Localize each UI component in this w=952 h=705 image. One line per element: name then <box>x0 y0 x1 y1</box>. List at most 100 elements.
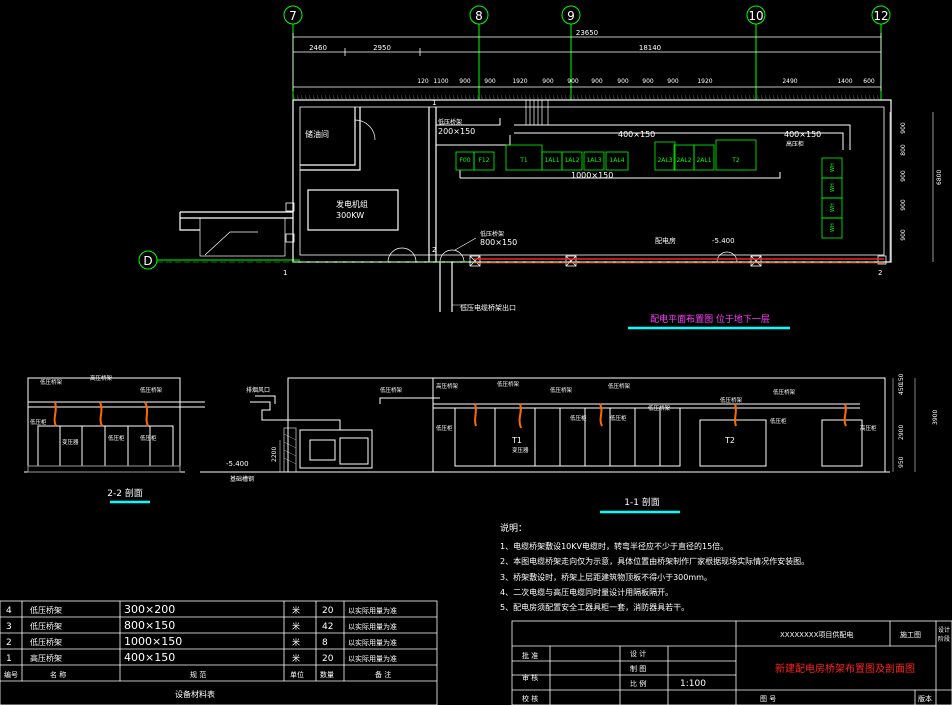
review-label: 审 核 <box>522 673 538 682</box>
cabinet-label-10: T2 <box>731 157 740 164</box>
notes: 说明： 1、电缆桥架敷设10KV电缆时，转弯半径应不少于直径的15倍。 2、本图… <box>500 522 809 612</box>
dim-right-0: 900 <box>900 122 907 134</box>
cabinet-6 <box>605 151 629 171</box>
dim-second-4: 1920 <box>512 78 527 85</box>
draw-label: 制 图 <box>630 664 646 673</box>
side-cabinet-label-0: WH <box>830 163 836 172</box>
dim-second-9: 900 <box>642 78 654 85</box>
section11-label-2: 低压桥架 <box>497 380 520 388</box>
mat-row-0-unit: 米 <box>292 605 300 615</box>
section-elevation: -5.400 <box>226 460 249 468</box>
mat-row-2-note: 以实际用量为准 <box>348 638 397 647</box>
section-1-1 <box>282 377 890 473</box>
note-1: 1、电缆桥架敷设10KV电缆时，转弯半径应不少于直径的15倍。 <box>500 541 728 551</box>
mat-header-no: 编号 <box>4 670 18 679</box>
axis-label-9: 9 <box>567 9 575 23</box>
mat-row-1-no: 3 <box>6 622 12 632</box>
dim-second-8: 900 <box>617 78 629 85</box>
tray-1000-label: 1000×150 <box>571 171 613 180</box>
tray-400b-label: 400×150 <box>784 130 821 139</box>
room-name: 配电房 <box>655 236 676 245</box>
mat-row-2-qty: 8 <box>322 638 328 648</box>
version-label: 版本 <box>918 694 932 703</box>
dim-right-1: 800 <box>900 144 907 156</box>
mat-row-1-name: 低压桥架 <box>30 621 62 631</box>
cabinet-label-7: 2AL3 <box>657 157 672 164</box>
mat-row-0-note: 以实际用量为准 <box>348 606 397 615</box>
section22-label-0: 低压桥架 <box>40 378 63 386</box>
mat-row-1-unit: 米 <box>292 621 300 631</box>
section22-cables <box>53 401 149 427</box>
scale-value: 1:100 <box>680 679 706 689</box>
axis-label-7: 7 <box>289 9 297 23</box>
mat-row-2-name: 低压桥架 <box>30 637 62 647</box>
mat-row-0-no: 4 <box>6 606 12 616</box>
design-stage-2: 阶段 <box>938 635 950 643</box>
cabinet-label-1: F12 <box>478 157 489 164</box>
cabinet-10 <box>715 139 757 171</box>
pad-label: 基础槽钢 <box>230 475 254 483</box>
side-cabinet-label-2: WH <box>830 203 836 212</box>
mat-row-1-qty: 42 <box>322 622 333 632</box>
scale-label: 比 例 <box>630 679 646 688</box>
tray-800-label: 800×150 <box>480 238 517 247</box>
dim-second-1: 1100 <box>433 78 448 85</box>
dim-2950: 2950 <box>373 44 391 52</box>
dim-second-12: 2490 <box>782 78 797 85</box>
dim-right-total: 6800 <box>936 170 943 185</box>
generator-power: 300KW <box>336 211 364 220</box>
cable-trays-plan <box>157 118 884 264</box>
mat-row-0-name: 低压桥架 <box>30 605 62 615</box>
cabinet-label-3: 1AL1 <box>544 157 559 164</box>
section11-dim-3: 950 <box>898 456 905 468</box>
section22-label-3: 低压柜 <box>30 418 47 426</box>
section22-label-5: 低压柜 <box>108 434 125 442</box>
section11-caption: 1-1 剖面 <box>624 496 660 508</box>
mat-header-note: 备 注 <box>375 670 391 679</box>
section11-label-3: 低压桥架 <box>550 386 573 394</box>
section11-label-0: 低压桥架 <box>380 386 403 394</box>
side-cabinet-label-3: WH <box>830 223 836 232</box>
notes-title: 说明： <box>500 522 527 534</box>
mat-row-0-spec: 300×200 <box>124 603 175 616</box>
drawing-no-label: 图 号 <box>760 695 776 703</box>
cabinet-label-9: 2AL1 <box>696 157 711 164</box>
mat-row-1-spec: 800×150 <box>124 619 175 632</box>
generator-label: 发电机组 <box>336 199 368 209</box>
dim-second-5: 900 <box>542 78 554 85</box>
note-2: 2、本图电缆桥架走向仅为示意，具体位置由桥架制作厂家根据现场实际情况作安装图。 <box>500 556 809 566</box>
axis-mark-1a: 1 <box>432 99 436 107</box>
section11-label-6: 低压桥架 <box>720 396 743 404</box>
section11-dim-4: 3900 <box>932 410 939 425</box>
drawing-title: 新建配电房桥架布置图及剖面图 <box>775 662 915 675</box>
section11-t1: T1 <box>511 436 522 445</box>
section11-label-7: 低压桥架 <box>773 388 796 396</box>
plan-elevation: -5.400 <box>712 237 735 245</box>
mat-header-name: 名 称 <box>50 670 66 679</box>
cabinet-label-0: F00 <box>459 157 470 164</box>
axis-label-8: 8 <box>475 9 483 23</box>
note-4: 4、二次电缆与高压电缆同时量设计用隔板隔开。 <box>500 587 673 597</box>
mat-row-2-no: 2 <box>6 638 12 648</box>
mat-row-3-unit: 米 <box>292 653 300 663</box>
mat-title: 设备材料表 <box>175 689 215 699</box>
wall-hatch <box>293 95 881 99</box>
dim-second-6: 900 <box>567 78 579 85</box>
section11-label-9: 变压器 <box>512 446 529 454</box>
axis-label-12: 12 <box>873 9 888 23</box>
section11-label-12: 低压柜 <box>770 417 787 425</box>
section11-t2: T2 <box>724 436 735 445</box>
dim-second-7: 900 <box>591 78 603 85</box>
dim-second-0: 120 <box>417 78 429 85</box>
dimension-lines <box>292 33 882 91</box>
section11-dim-1: 450 <box>898 383 905 395</box>
oil-room-label: 储油间 <box>305 129 329 139</box>
outlet-note: 低压电缆桥架出口 <box>460 303 516 312</box>
gen-height: 2200 <box>271 447 278 462</box>
mat-row-2-spec: 1000×150 <box>124 635 182 648</box>
section-2-2 <box>24 377 205 473</box>
